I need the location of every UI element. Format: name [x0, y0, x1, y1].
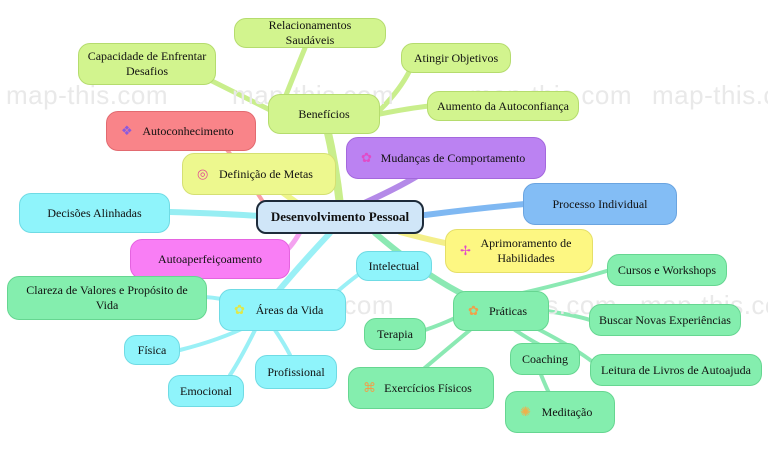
node-label: Processo Individual — [552, 196, 648, 211]
node-atingir-objetivos[interactable]: Atingir Objetivos — [401, 43, 511, 73]
node-label: Atingir Objetivos — [413, 50, 499, 65]
node-label: Emocional — [180, 383, 232, 398]
node-autoaperfeicoamento[interactable]: Autoaperfeiçoamento — [130, 239, 290, 279]
node-label: Mudanças de Comportamento — [380, 150, 526, 165]
node-capacidade-desafios[interactable]: Capacidade de Enfrentar Desafios — [78, 43, 216, 85]
watermark: map-this.com — [652, 80, 768, 110]
node-label: Definição de Metas — [219, 166, 313, 181]
root-node[interactable]: Desenvolvimento Pessoal — [256, 200, 424, 234]
node-emocional[interactable]: Emocional — [168, 375, 244, 407]
node-label: Profissional — [267, 364, 325, 379]
node-label: Cursos e Workshops — [617, 262, 717, 277]
node-novas-experiencias[interactable]: Buscar Novas Experiências — [589, 304, 741, 336]
node-leitura-autoajuda[interactable]: Leitura de Livros de Autoajuda — [590, 354, 762, 386]
node-label: Intelectual — [368, 258, 420, 273]
node-praticas[interactable]: ✿ Práticas — [453, 291, 549, 331]
node-label: Capacidade de Enfrentar Desafios — [87, 49, 207, 78]
target-icon: ◎ — [197, 165, 209, 181]
pinwheel-icon: ✢ — [460, 242, 471, 258]
node-clareza-valores[interactable]: Clareza de Valores e Propósito de Vida — [7, 276, 207, 320]
node-label: Decisões Alinhadas — [47, 205, 142, 220]
node-label: Leitura de Livros de Autoajuda — [601, 362, 751, 377]
node-decisoes-alinhadas[interactable]: Decisões Alinhadas — [19, 193, 170, 233]
node-label: Clareza de Valores e Propósito de Vida — [26, 283, 188, 312]
node-terapia[interactable]: Terapia — [364, 318, 426, 350]
node-processo-individual[interactable]: Processo Individual — [523, 183, 677, 225]
node-exercicios-fisicos[interactable]: ⌘ Exercícios Físicos — [348, 367, 494, 409]
node-label: Meditação — [541, 404, 593, 419]
node-intelectual[interactable]: Intelectual — [356, 251, 432, 281]
gear-icon: ✿ — [361, 149, 372, 165]
node-label: Áreas da Vida — [255, 302, 324, 317]
dumbbell-icon: ⌘ — [363, 379, 376, 395]
node-fisica[interactable]: Física — [124, 335, 180, 365]
node-relacionamentos[interactable]: Relacionamentos Saudáveis — [234, 18, 386, 48]
node-coaching[interactable]: Coaching — [510, 343, 580, 375]
sparkle-icon: ❖ — [121, 122, 133, 138]
flower-icon: ✿ — [468, 302, 479, 318]
node-beneficios[interactable]: Benefícios — [268, 94, 380, 134]
node-definicao-metas[interactable]: ◎ Definição de Metas — [182, 153, 336, 195]
node-label: Benefícios — [298, 106, 350, 121]
node-label: Terapia — [377, 326, 413, 341]
node-label: Aumento da Autoconfiança — [437, 98, 569, 113]
root-label: Desenvolvimento Pessoal — [270, 208, 410, 224]
node-profissional[interactable]: Profissional — [255, 355, 337, 389]
node-aprimoramento[interactable]: ✢ Aprimoramento de Habilidades — [445, 229, 593, 273]
flower-icon: ✿ — [234, 301, 245, 317]
node-autoconfianca[interactable]: Aumento da Autoconfiança — [427, 91, 579, 121]
node-label: Práticas — [489, 303, 527, 318]
node-label: Coaching — [522, 351, 568, 366]
node-cursos-workshops[interactable]: Cursos e Workshops — [607, 254, 727, 286]
node-autoconhecimento[interactable]: ❖ Autoconhecimento — [106, 111, 256, 151]
node-label: Autoconhecimento — [142, 123, 234, 138]
watermark: map-this.com — [6, 80, 169, 110]
node-label: Aprimoramento de Habilidades — [480, 236, 572, 265]
sun-icon: ✺ — [520, 403, 531, 419]
node-areas-da-vida[interactable]: ✿ Áreas da Vida — [219, 289, 346, 331]
node-label: Exercícios Físicos — [384, 380, 472, 395]
node-label: Relacionamentos Saudáveis — [268, 18, 352, 47]
node-label: Buscar Novas Experiências — [599, 312, 731, 327]
node-meditacao[interactable]: ✺ Meditação — [505, 391, 615, 433]
node-label: Autoaperfeiçoamento — [158, 251, 262, 266]
node-mudancas-comportamento[interactable]: ✿ Mudanças de Comportamento — [346, 137, 546, 179]
node-label: Física — [137, 342, 167, 357]
